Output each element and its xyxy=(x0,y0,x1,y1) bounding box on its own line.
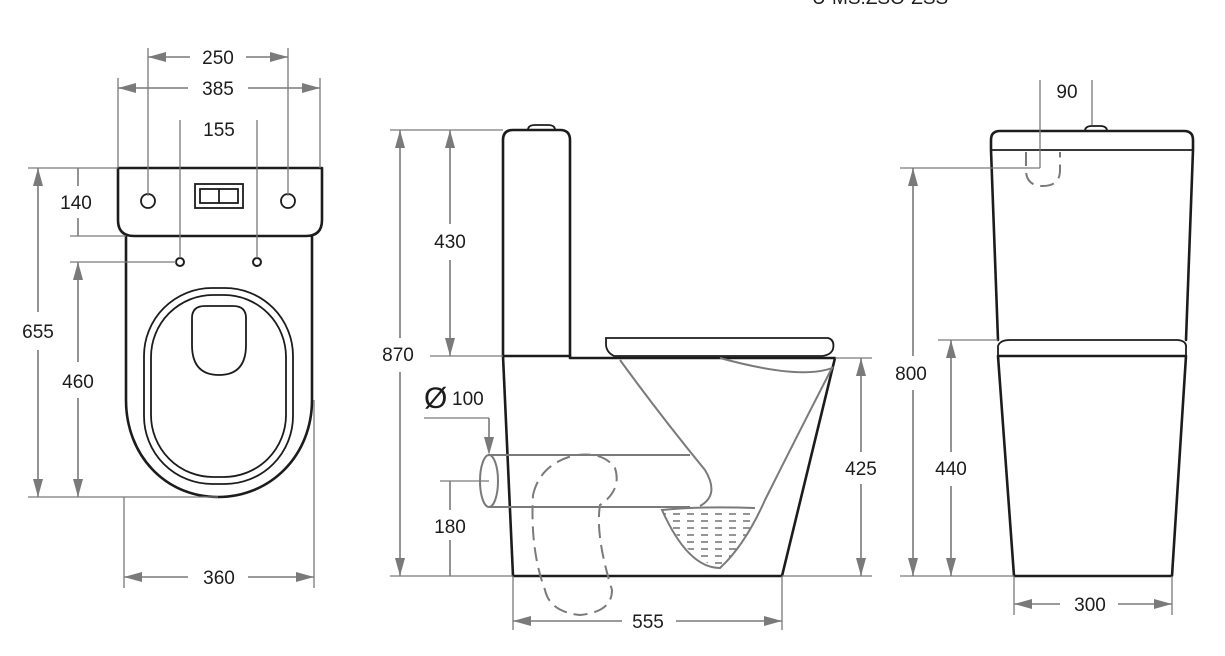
plan-flush-button xyxy=(194,183,244,209)
side-cistern-outline xyxy=(501,128,572,358)
plan-seat-outer xyxy=(143,287,294,485)
plan-cistern-outline xyxy=(116,166,324,238)
dim-870-label: 870 xyxy=(382,345,414,366)
dim-outlet-label: 100 xyxy=(452,389,484,410)
plan-seat-inner xyxy=(150,294,287,478)
end-view: 90 800 440 300 xyxy=(895,80,1195,616)
plan-bowl-outline xyxy=(124,234,314,499)
dim-300-label: 300 xyxy=(1074,595,1106,616)
side-trapway xyxy=(619,357,835,570)
plan-fixing-hole-right xyxy=(280,193,296,209)
side-hidden-connector xyxy=(531,453,618,617)
header-code-text: U-MS.ZSO-ZSS xyxy=(812,0,948,9)
end-cistern-outline xyxy=(989,129,1195,342)
dim-140-label: 140 xyxy=(60,193,92,214)
dim-430-label: 430 xyxy=(434,232,466,253)
dim-outlet-symbol: Ø xyxy=(424,382,447,415)
end-body-outline xyxy=(996,354,1188,578)
side-body-outline xyxy=(501,354,837,578)
dim-555-label: 555 xyxy=(632,612,664,633)
side-water-area xyxy=(662,510,755,566)
end-hidden-mechanism xyxy=(1025,152,1061,188)
dim-360-label: 360 xyxy=(203,568,235,589)
end-seat-lid xyxy=(997,339,1187,357)
dim-655-label: 655 xyxy=(22,322,54,343)
dim-440-label: 440 xyxy=(935,459,967,480)
plan-hinge-dot-right xyxy=(252,257,262,267)
dim-385-label: 385 xyxy=(202,79,234,100)
plan-pan-opening xyxy=(191,305,247,376)
dim-425-label: 425 xyxy=(845,459,877,480)
plan-view: 250 385 155 140 655 460 360 xyxy=(22,48,324,589)
dim-800-label: 800 xyxy=(895,364,927,385)
plan-fixing-hole-left xyxy=(140,193,156,209)
dim-180-label: 180 xyxy=(434,517,466,538)
side-seat-lid xyxy=(605,337,835,357)
dim-90-label: 90 xyxy=(1056,82,1077,103)
side-view: 870 430 Ø 100 180 425 555 xyxy=(382,124,877,633)
dim-250-label: 250 xyxy=(202,48,234,69)
plan-hinge-dot-left xyxy=(175,257,185,267)
dim-155-label: 155 xyxy=(203,120,235,141)
dim-460-label: 460 xyxy=(62,372,94,393)
